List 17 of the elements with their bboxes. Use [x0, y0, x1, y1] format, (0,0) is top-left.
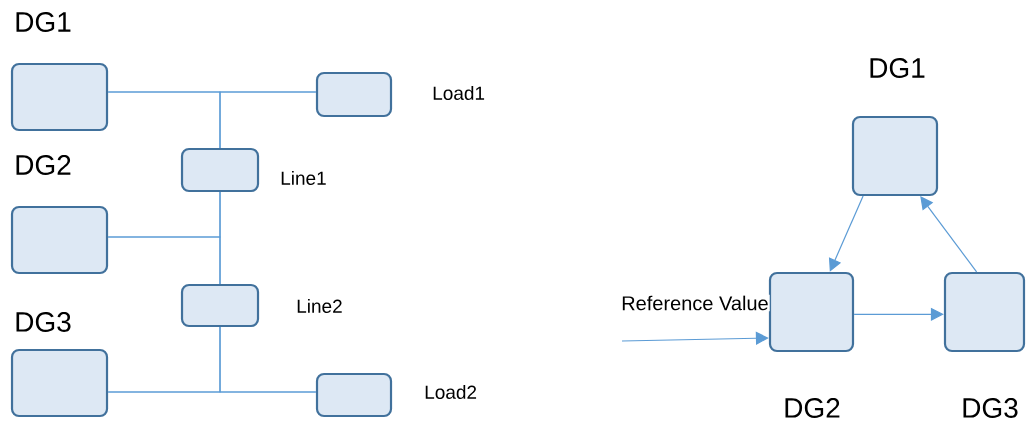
- box-label: DG2: [785, 398, 840, 418]
- connector-line: [219, 91, 317, 149]
- edge-label: Reference Value: [620, 294, 770, 312]
- connector-line: [219, 326, 317, 393]
- box-label: Load2: [425, 385, 477, 399]
- box-label: Line1: [281, 171, 326, 185]
- arrow: [920, 196, 978, 273]
- box-label: DG3: [963, 398, 1018, 418]
- box-label: DG1: [16, 12, 71, 32]
- arrow: [621, 331, 769, 345]
- box-label: Line2: [297, 299, 342, 313]
- box-label: DG3: [16, 312, 71, 332]
- box-label: DG1: [870, 58, 925, 78]
- connector-line: [107, 236, 221, 285]
- box-label: DG2: [16, 155, 71, 175]
- arrow: [853, 307, 944, 321]
- box-label: Load1: [433, 86, 485, 100]
